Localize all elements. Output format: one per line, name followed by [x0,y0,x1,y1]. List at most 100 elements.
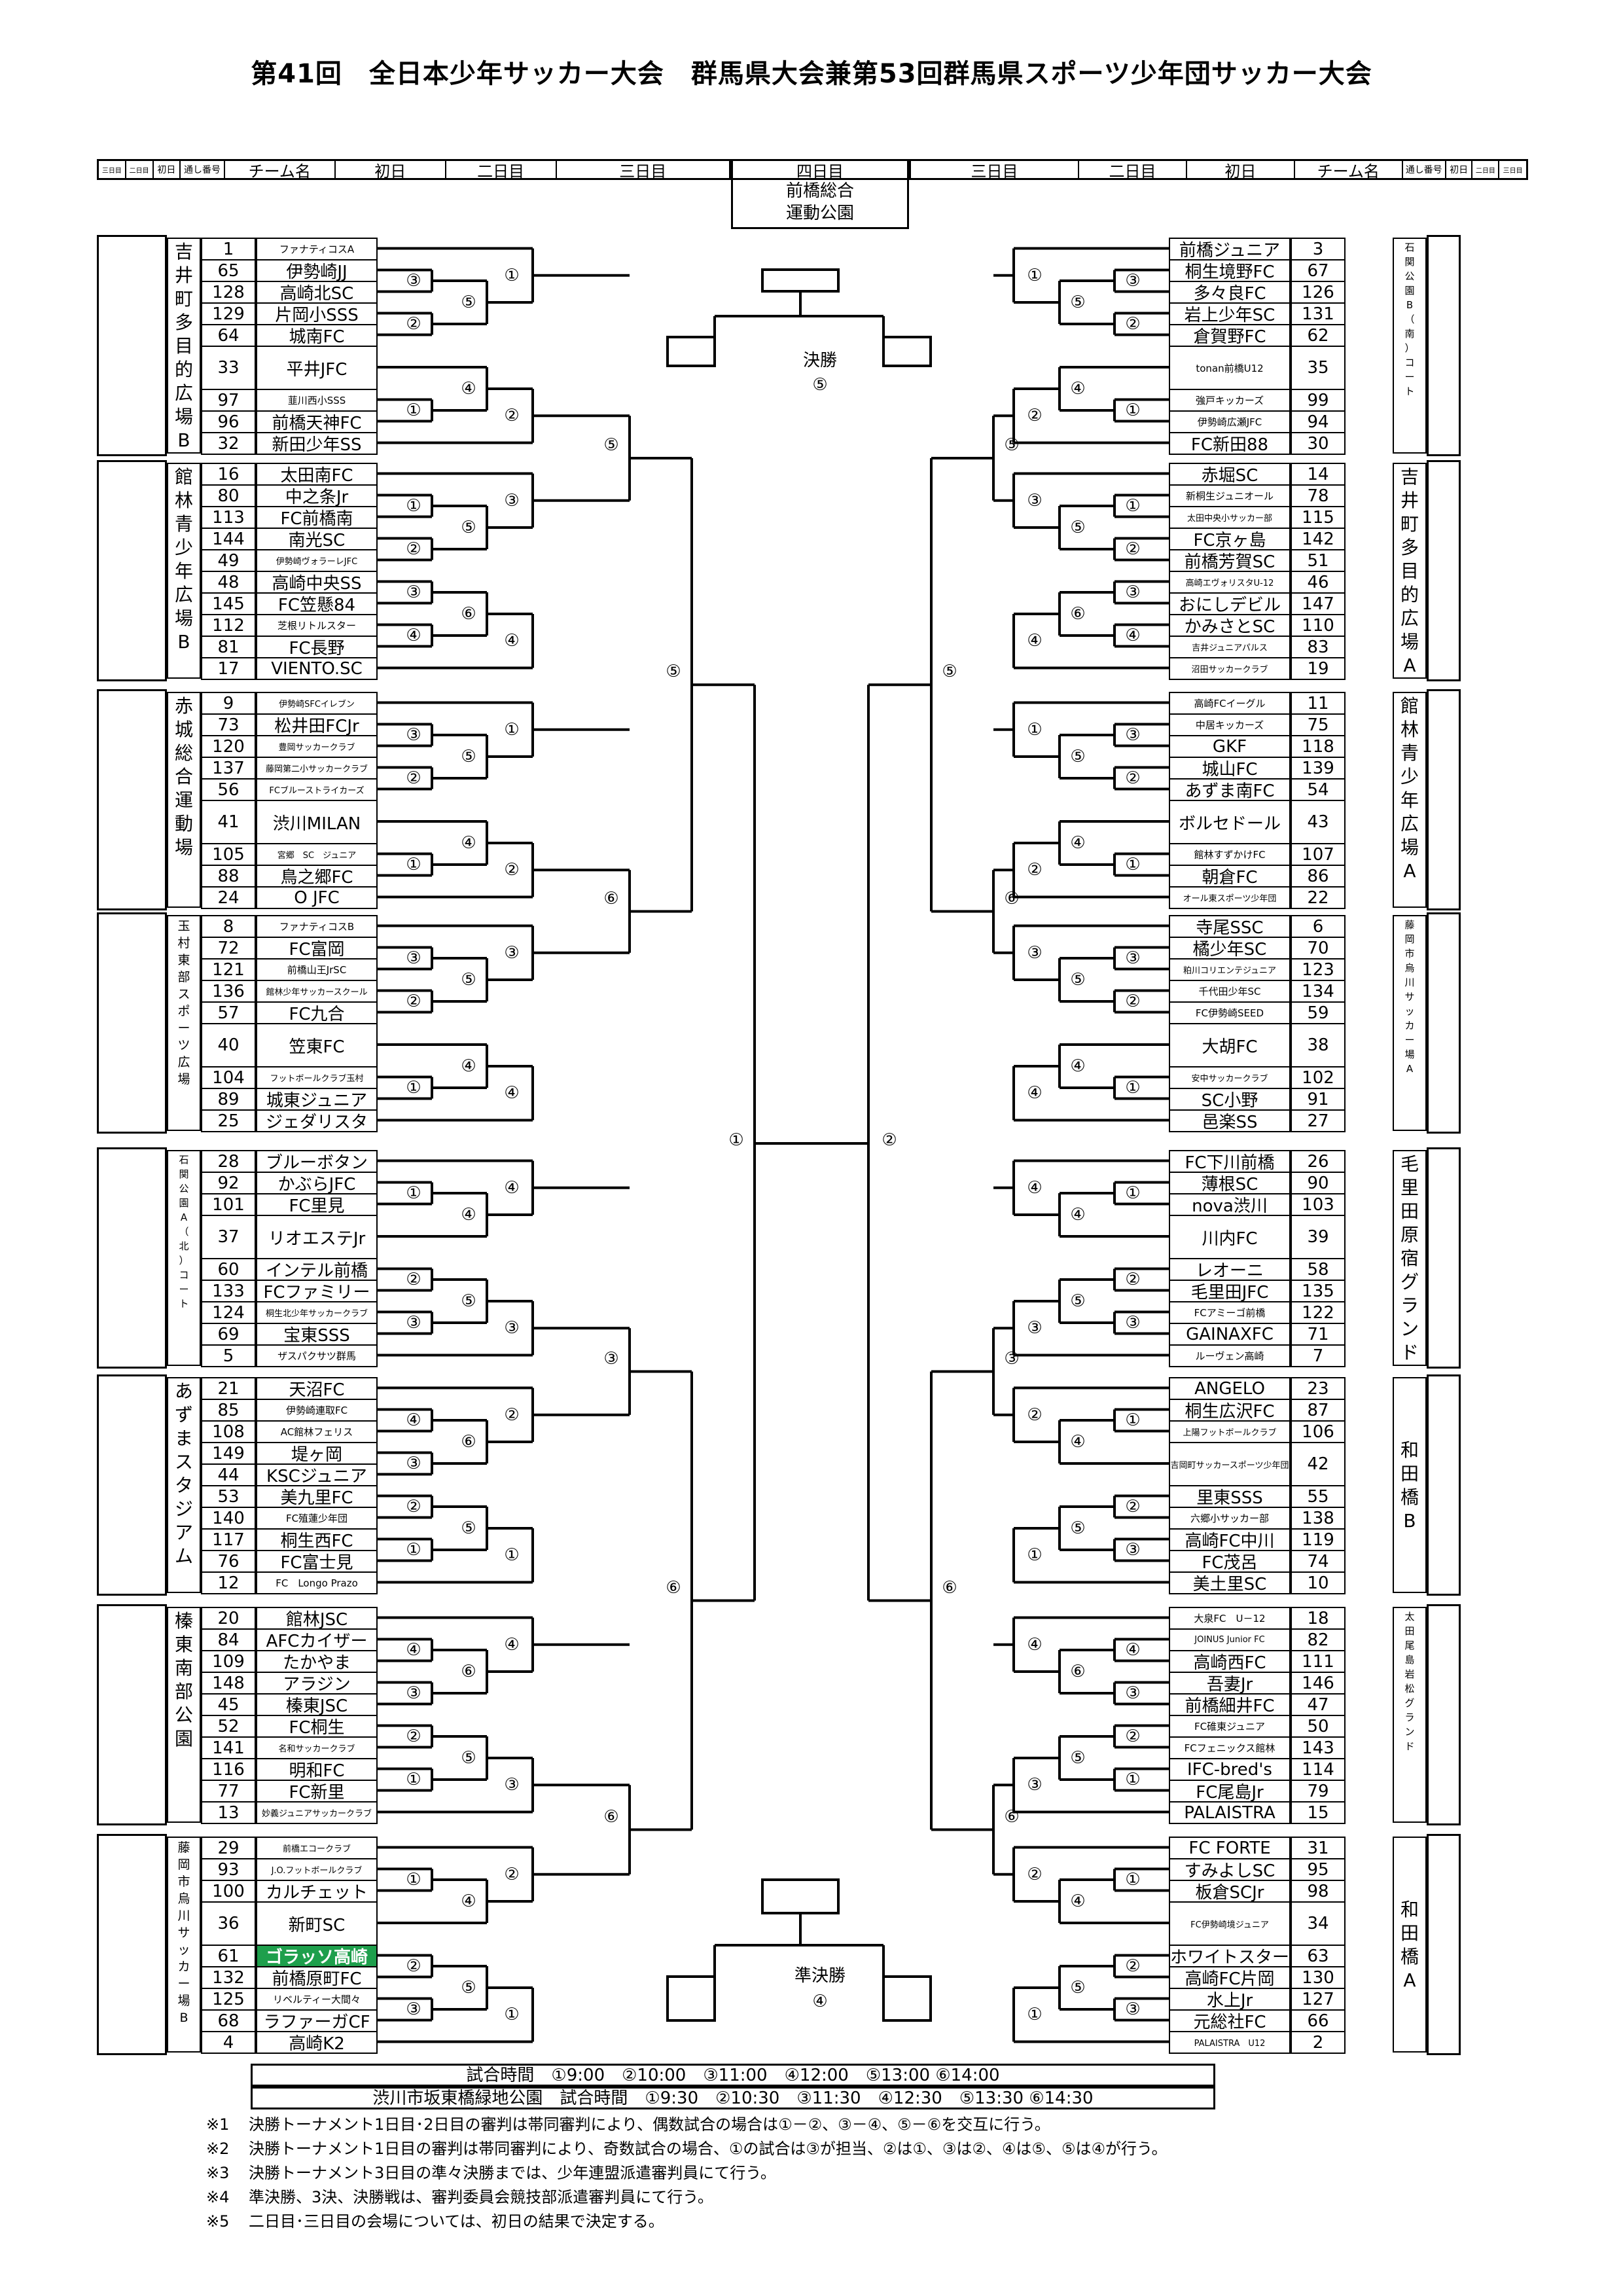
team-name: 前橋ジュニア [1169,238,1291,260]
r4-match: ⑤ [1004,435,1020,455]
team-serial-number: 112 [201,614,256,637]
team-serial-number: 20 [201,1607,256,1630]
team-name: FCアミーゴ前橋 [1169,1301,1291,1324]
team-name: たかやま [256,1650,378,1673]
r2-match: ⑤ [461,293,476,312]
team-serial-number: 99 [1291,389,1346,412]
team-name: 岩上少年SC [1169,302,1291,325]
r2-match: ⑤ [461,1291,476,1311]
team-name: 伊勢崎広瀬JFC [1169,410,1291,433]
team-serial-number: 43 [1291,800,1346,844]
r5-match: ⑤ [666,662,681,682]
r1-match: ② [406,992,421,1011]
note-text: 二日目･三日目の会場については、初日の結果で決定する。 [249,2212,664,2231]
team-serial-number: 113 [201,506,256,529]
team-name: FC茂呂 [1169,1550,1291,1573]
team-serial-number: 125 [201,1988,256,2011]
team-name: FC新田88 [1169,432,1291,455]
r1-match: ① [406,401,421,420]
r4-match: ③ [603,1348,619,1369]
result-columns [97,1834,167,2055]
team-name: あずま南FC [1169,778,1291,801]
team-name: 新桐生ジュニオール [1169,484,1291,507]
team-serial-number: 78 [1291,484,1346,507]
r1-match: ① [1125,1410,1141,1430]
team-name: かぶらJFC [256,1172,378,1194]
team-serial-number: 30 [1291,432,1346,455]
venue-label: あずまスタジアム [167,1377,201,1593]
team-name: FC富士見 [256,1550,378,1573]
team-serial-number: 33 [201,346,256,390]
team-name: 芝根リトルスター [256,614,378,637]
team-serial-number: 55 [1291,1485,1346,1508]
team-serial-number: 16 [201,463,256,486]
team-name: 里東SSS [1169,1485,1291,1508]
team-name: 川内FC [1169,1215,1291,1259]
team-serial-number: 54 [1291,778,1346,801]
r3-match: ① [1027,719,1043,740]
team-serial-number: 148 [201,1672,256,1695]
team-name: フットボールクラブ玉村 [256,1066,378,1089]
team-serial-number: 13 [201,1801,256,1824]
team-name: オール東スポーツ少年団 [1169,886,1291,909]
r2-match: ⑤ [1070,747,1086,766]
r1-match: ② [1125,1727,1141,1746]
r2-match: ④ [461,1056,476,1076]
r3-match: ② [504,860,520,880]
team-name: 名和サッカークラブ [256,1736,378,1759]
team-name: 橘少年SC [1169,937,1291,960]
header-round3-right: 三日目 [911,161,1080,178]
team-name: 笠東FC [256,1023,378,1067]
r4-match: ③ [1004,1348,1020,1369]
team-serial-number: 95 [1291,1858,1346,1881]
r1-match: ③ [1125,948,1141,968]
team-name: 寺尾SSC [1169,915,1291,938]
team-name: 太田南FC [256,463,378,486]
team-serial-number: 126 [1291,281,1346,304]
venue-label: 玉村東部スポーツ広場 [167,915,201,1131]
team-name: FC下川前橋 [1169,1150,1291,1173]
r1-match: ① [406,1078,421,1098]
r1-match: ① [406,1183,421,1203]
r2-match: ⑥ [1070,1662,1086,1681]
team-name: 倉賀野FC [1169,324,1291,347]
header-round1: 初日 [336,161,446,178]
result-columns [1427,235,1461,456]
team-serial-number: 9 [201,692,256,715]
team-name: ゴラッソ高崎 [256,1945,378,1967]
team-name: GAINAXFC [1169,1323,1291,1346]
note-mark: ※2 [206,2140,230,2158]
semifinal-title: 準決勝 [794,1966,846,1986]
r1-match: ③ [1125,1683,1141,1703]
team-serial-number: 90 [1291,1172,1346,1194]
r2-match: ⑤ [1070,1291,1086,1311]
r1-match: ② [1125,1270,1141,1289]
team-serial-number: 83 [1291,636,1346,658]
r1-match: ② [406,1270,421,1289]
center-match-right: ② [882,1130,897,1150]
team-serial-number: 105 [201,843,256,866]
team-serial-number: 76 [201,1550,256,1573]
team-name: 吉岡町サッカースポーツ少年団 [1169,1442,1291,1486]
team-name: 高崎K2 [256,2031,378,2054]
team-serial-number: 69 [201,1323,256,1346]
team-name: FC桐生 [256,1715,378,1738]
r2-match: ⑥ [461,1432,476,1452]
team-serial-number: 96 [201,410,256,433]
r1-match: ③ [406,271,421,291]
team-name: FC伊勢崎境ジュニア [1169,1901,1291,1946]
team-name: FC新里 [256,1780,378,1803]
team-serial-number: 88 [201,865,256,888]
team-serial-number: 120 [201,735,256,758]
team-name: ボルセドール [1169,800,1291,844]
team-name: nova渋川 [1169,1193,1291,1216]
team-name: 前橋芳賀SC [1169,549,1291,572]
team-name: FC笠懸84 [256,592,378,615]
team-name: カルチェット [256,1880,378,1903]
team-name: 前橋天神FC [256,410,378,433]
result-columns [1427,912,1461,1134]
r1-match: ② [1125,768,1141,788]
header-day2: 二日目 [126,161,154,178]
team-serial-number: 46 [1291,571,1346,594]
